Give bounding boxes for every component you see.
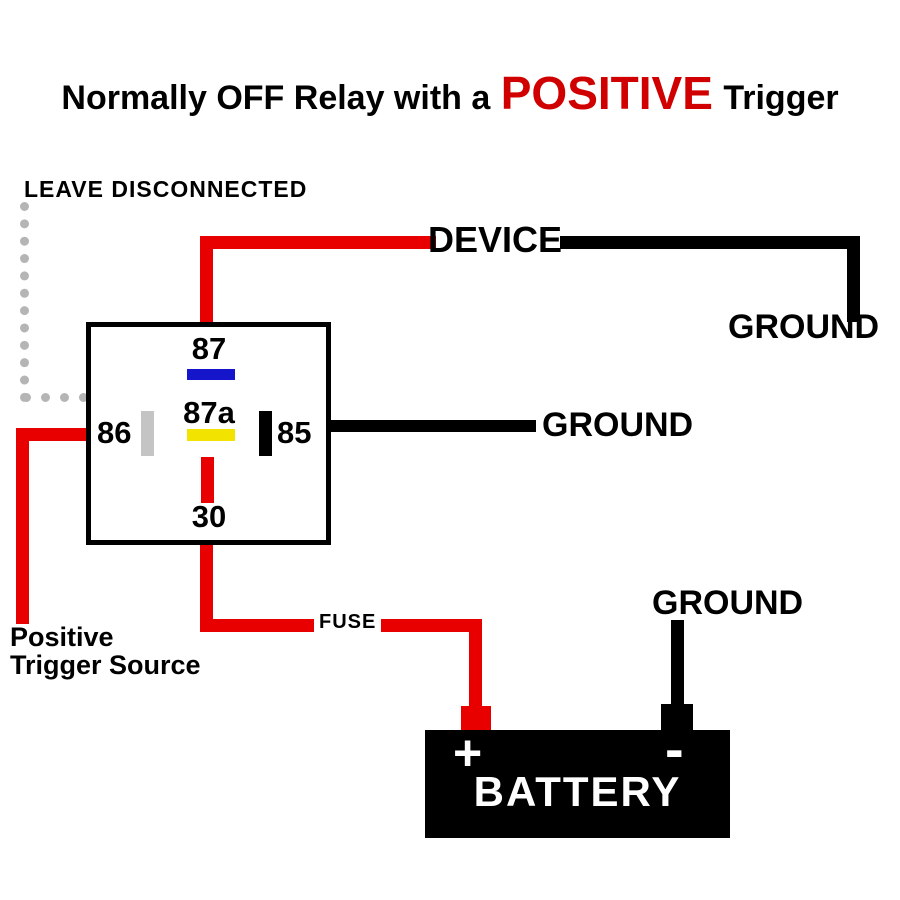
ground-label-top-right: GROUND <box>728 308 880 346</box>
battery-label: BATTERY <box>473 768 682 815</box>
wire-device-to-ground-vertical <box>847 236 860 322</box>
device-label: DEVICE <box>428 219 563 260</box>
positive-trigger-label-line2: Trigger Source <box>10 650 201 680</box>
dotted-wire-vertical <box>20 202 29 402</box>
battery-minus-sign: - <box>665 717 684 780</box>
battery-positive-terminal <box>461 706 491 732</box>
relay-terminal-30-label: 30 <box>191 499 227 534</box>
wire-ground-to-battery-negative <box>671 620 684 714</box>
terminal-30-wire-stub <box>201 457 214 503</box>
ground-label-bottom: GROUND <box>652 584 804 622</box>
positive-trigger-label-line1: Positive <box>10 622 114 652</box>
terminal-87-contact-bar <box>187 369 235 380</box>
terminal-85-contact-bar <box>259 411 272 456</box>
relay-terminal-87a-label: 87a <box>183 395 235 430</box>
wire-87-vertical <box>200 236 213 328</box>
battery-negative-terminal <box>661 704 693 732</box>
page-title: Normally OFF Relay with a POSITIVE Trigg… <box>0 66 900 120</box>
ground-label-middle: GROUND <box>542 406 694 444</box>
title-part1: Normally OFF Relay with a <box>61 79 491 117</box>
title-highlight: POSITIVE <box>500 67 713 119</box>
wire-device-to-ground-horizontal <box>560 236 860 249</box>
title-part2: Trigger <box>723 79 839 117</box>
wire-86-horizontal <box>16 428 90 441</box>
leave-disconnected-label: LEAVE DISCONNECTED <box>24 176 308 202</box>
fuse-label: FUSE <box>314 611 382 634</box>
wire-85-to-ground <box>330 420 536 432</box>
relay-terminal-85-label: 85 <box>277 415 312 450</box>
relay-terminal-87-label: 87 <box>191 331 227 366</box>
wire-87-to-device <box>200 236 436 249</box>
wire-86-to-trigger <box>16 428 29 624</box>
terminal-87a-contact-bar <box>187 429 235 441</box>
battery: + - BATTERY <box>425 717 730 838</box>
battery-plus-sign: + <box>453 725 483 781</box>
wire-30-vertical <box>200 542 213 632</box>
terminal-86-contact-bar <box>141 411 154 456</box>
relay-terminal-86-label: 86 <box>97 415 132 450</box>
relay-box: 87 87a 86 85 30 <box>86 322 331 545</box>
wire-fuse-to-battery-vertical <box>469 619 482 715</box>
dotted-wire-horizontal <box>22 393 88 402</box>
